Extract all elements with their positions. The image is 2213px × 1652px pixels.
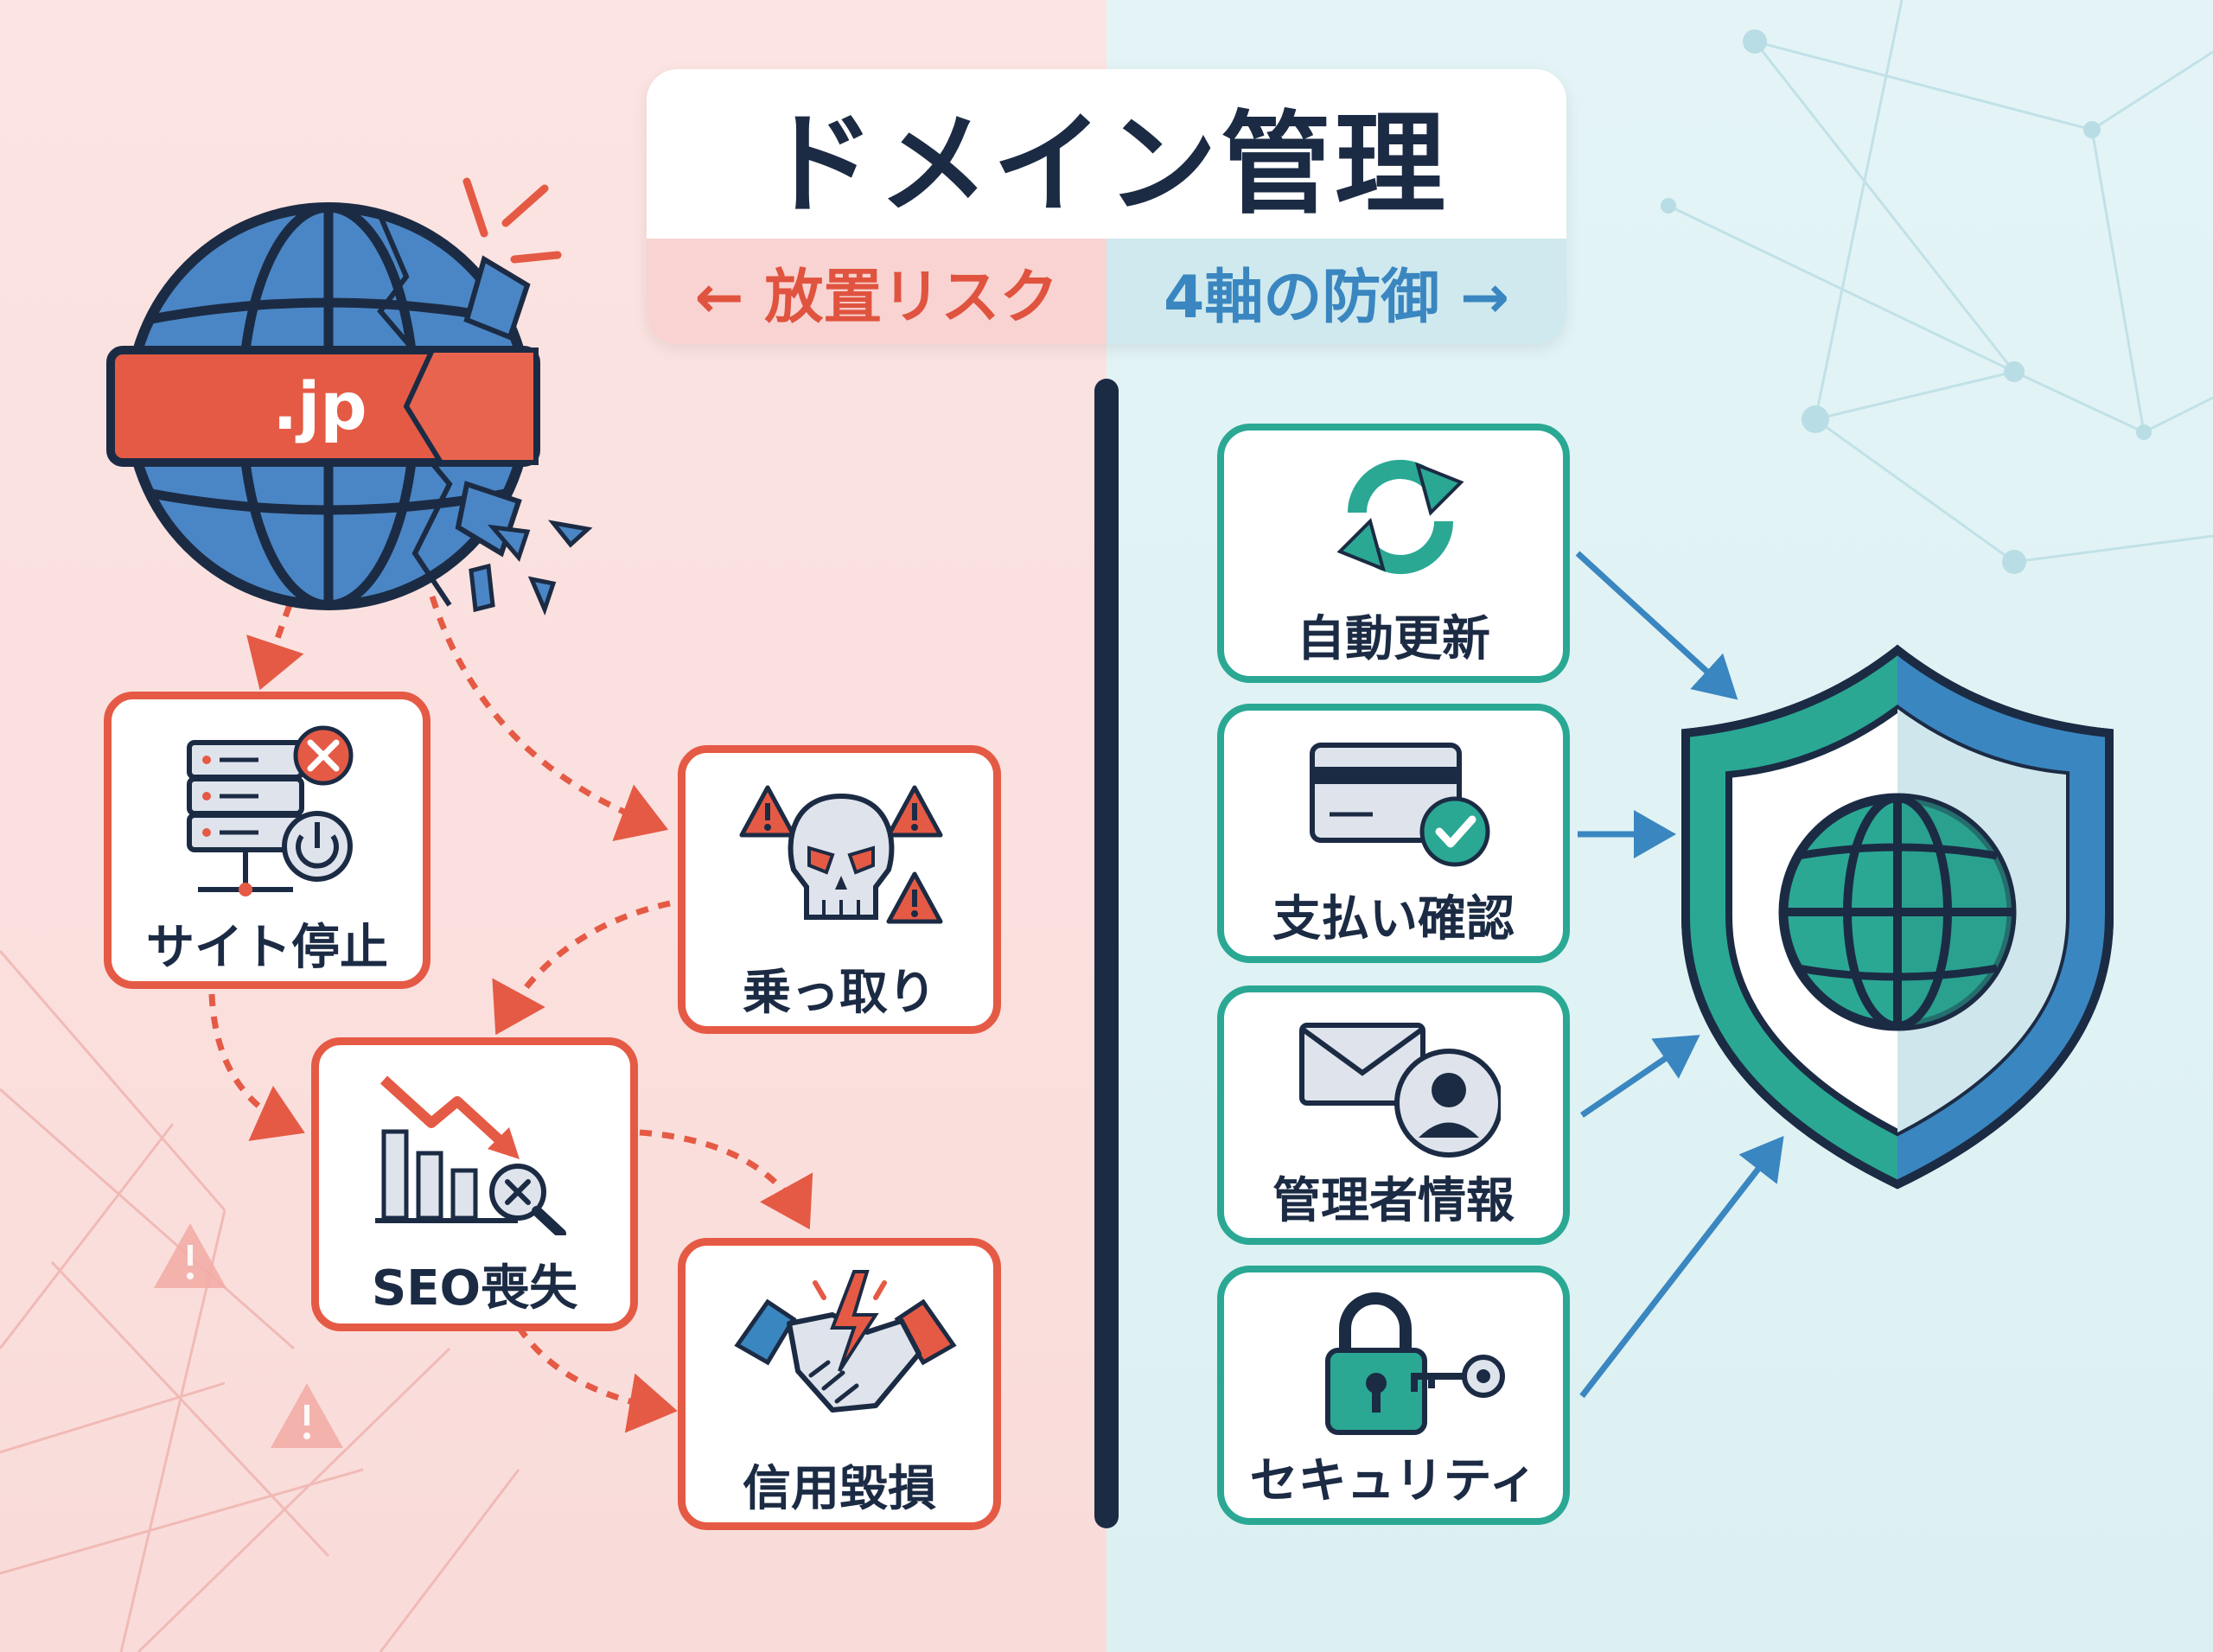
refresh-icon [1336, 460, 1464, 574]
chart-down-icon [375, 1075, 566, 1235]
defense-box-admin-info: 管理者情報 [1217, 985, 1570, 1245]
arrow-seo-to-trust [639, 1129, 813, 1230]
credit-card-check-icon [1310, 743, 1490, 867]
subtitle-risk: ← 放置リスク [647, 239, 1106, 344]
defense-label-auto-renew: 自動更新 [1297, 611, 1490, 667]
risk-label-hijack: 乗っ取り [743, 965, 936, 1021]
arrow-globe-to-hijack [429, 595, 669, 842]
arrow-security-to-shield [1579, 1135, 1784, 1399]
arrow-renew-to-shield [1575, 551, 1738, 700]
server-error-icon [187, 725, 354, 896]
risk-label-site-stop: サイト停止 [146, 920, 388, 976]
shield-icon [1681, 644, 2114, 1190]
risk-box-trust-damage: 信用毀損 [678, 1238, 1001, 1530]
globe-badge-text: .jp [272, 367, 367, 444]
broken-handshake-icon [734, 1270, 957, 1413]
page-title: ドメイン管理 [763, 99, 1449, 229]
globe-icon [106, 202, 593, 616]
risk-box-site-stop: サイト停止 [104, 692, 430, 989]
defense-label-security: セキュリティ [1249, 1453, 1538, 1509]
risk-box-hijack: 乗っ取り [678, 745, 1001, 1034]
impact-lines [462, 177, 562, 264]
defense-box-payment-check: 支払い確認 [1217, 704, 1570, 963]
subtitle-defense: 4軸の防御 → [1106, 239, 1566, 344]
title-banner: ドメイン管理 [647, 69, 1566, 239]
arrow-site-stop-to-seo [208, 993, 305, 1141]
arrow-globe-to-site-stop [246, 603, 304, 691]
risk-box-seo-loss: SEO喪失 [311, 1037, 638, 1331]
arrow-admin-to-shield [1580, 1035, 1700, 1118]
risk-label-seo-loss: SEO喪失 [371, 1260, 578, 1317]
defense-label-admin-info: 管理者情報 [1272, 1173, 1515, 1229]
defense-label-payment-check: 支払い確認 [1272, 891, 1515, 947]
arrow-hijack-to-seo [492, 900, 671, 1036]
defense-box-auto-renew: 自動更新 [1217, 424, 1570, 683]
defense-box-security: セキュリティ [1217, 1266, 1570, 1525]
mail-user-icon [1299, 1023, 1501, 1158]
risk-label-trust-damage: 信用毀損 [743, 1461, 936, 1517]
title-card: ドメイン管理 ← 放置リスク 4軸の防御 → [647, 69, 1566, 344]
center-divider [1094, 379, 1119, 1528]
skull-warning-icon [739, 785, 943, 924]
lock-key-icon [1325, 1292, 1505, 1435]
